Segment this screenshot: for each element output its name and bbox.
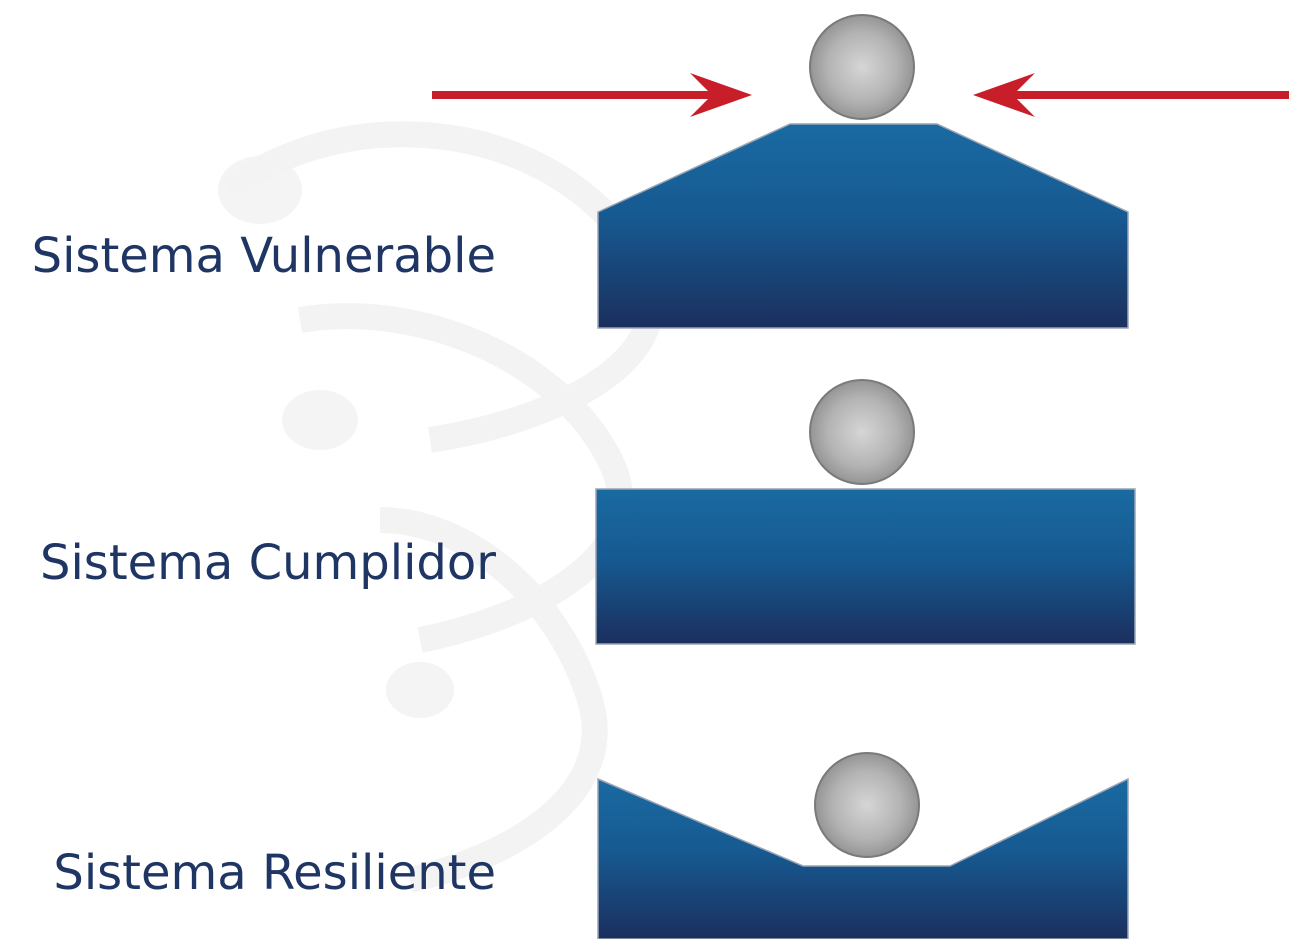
vulnerable-hill-block [597, 123, 1129, 329]
resilient-system-graphic [597, 752, 1129, 939]
arrow-left-icon [973, 73, 1289, 117]
resilient-valley-block [597, 777, 1129, 939]
sphere-icon [814, 752, 920, 858]
resilient-system-label: Sistema Resiliente [53, 845, 496, 901]
arrow-right-icon [432, 73, 752, 117]
vulnerable-system-graphic [432, 14, 1289, 329]
sphere-icon [809, 379, 915, 485]
compliant-system-label: Sistema Cumplidor [40, 535, 496, 591]
vulnerable-system-label: Sistema Vulnerable [31, 228, 496, 284]
sphere-icon [809, 14, 915, 120]
compliant-flat-block [595, 488, 1136, 645]
compliant-system-graphic [595, 379, 1136, 645]
